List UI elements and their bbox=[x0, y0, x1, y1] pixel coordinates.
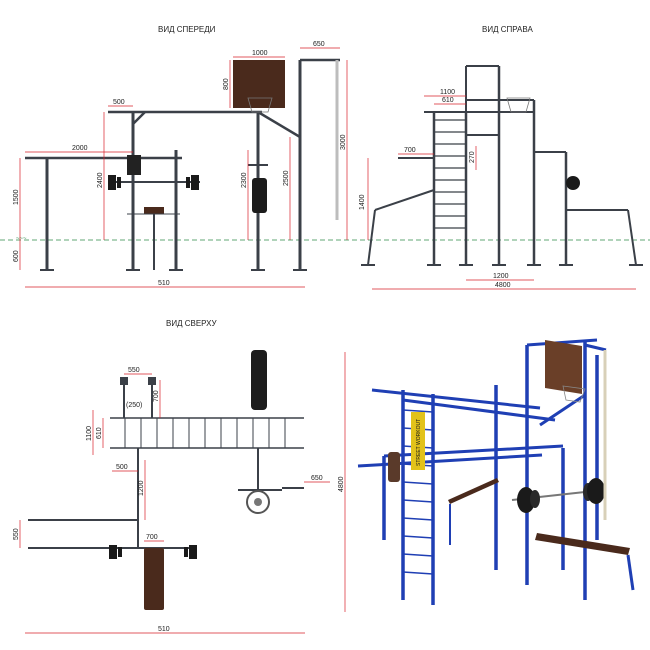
dim-top-700a: 700 bbox=[153, 390, 160, 402]
dim-top-1200: 1200 bbox=[138, 480, 145, 496]
dim-top-1100: 1100 bbox=[86, 426, 93, 441]
dim-front-800: 800 bbox=[223, 78, 230, 90]
dim-front-2500: 2500 bbox=[283, 170, 290, 186]
dim-top-250: (250) bbox=[126, 402, 142, 409]
dim-side-1200: 1200 bbox=[493, 273, 509, 280]
top-view: 550 (250) 700 1100 610 500 1200 650 4800… bbox=[13, 350, 346, 634]
dim-side-4800: 4800 bbox=[495, 282, 511, 289]
weight-plate-side bbox=[566, 176, 580, 190]
top-view-title: ВИД СВЕРХУ bbox=[166, 319, 217, 328]
backboard-front bbox=[233, 60, 285, 108]
ladder-top bbox=[110, 417, 304, 449]
dim-front-2000: 2000 bbox=[72, 145, 88, 152]
side-view: 1100 610 700 270 1400 1200 4800 bbox=[359, 65, 643, 290]
bench-top bbox=[144, 548, 164, 610]
dim-top-4800: 4800 bbox=[338, 476, 345, 492]
punching-bag-front bbox=[248, 164, 268, 213]
dim-front-1000: 1000 bbox=[252, 50, 268, 57]
dim-top-550: 550 bbox=[128, 367, 140, 374]
barbell-front bbox=[108, 155, 200, 190]
dim-side-700: 700 bbox=[404, 147, 416, 154]
punching-bag-top bbox=[251, 350, 267, 410]
hoop-net-front bbox=[247, 97, 273, 113]
dim-top-510: 510 bbox=[158, 626, 170, 633]
barbell-top bbox=[109, 545, 197, 559]
grass-mark: ~~~ bbox=[16, 236, 27, 242]
bench-front bbox=[127, 207, 180, 270]
side-view-title: ВИД СПРАВА bbox=[482, 25, 533, 34]
dim-side-610: 610 bbox=[442, 97, 454, 104]
dim-front-2300: 2300 bbox=[241, 172, 248, 188]
dim-top-550b: 550 bbox=[13, 528, 20, 540]
backboard-3d bbox=[545, 340, 582, 394]
wall-ladder-side bbox=[434, 119, 466, 229]
dim-top-700b: 700 bbox=[146, 534, 158, 541]
dim-top-500: 500 bbox=[116, 464, 128, 471]
front-view-title: ВИД СПЕРЕДИ bbox=[158, 25, 216, 34]
ladder-sign bbox=[411, 412, 425, 470]
ladder-label: STREET WORKOUT bbox=[416, 419, 422, 466]
render-3d: STREET WORKOUT bbox=[357, 338, 635, 605]
punching-bag-3d bbox=[388, 452, 400, 482]
bench-3d bbox=[535, 533, 630, 555]
front-view: ~~~ bbox=[0, 41, 650, 288]
hoop-net-side bbox=[506, 97, 531, 113]
dim-front-1500: 1500 bbox=[13, 189, 20, 205]
dim-top-650: 650 bbox=[311, 475, 323, 482]
dim-front-650: 650 bbox=[313, 41, 325, 48]
incline-board-3d bbox=[448, 478, 499, 504]
dim-front-2400: 2400 bbox=[97, 172, 104, 188]
dim-side-270: 270 bbox=[469, 151, 476, 163]
dim-side-1400: 1400 bbox=[359, 194, 366, 210]
dim-front-3000: 3000 bbox=[340, 134, 347, 150]
dim-top-610: 610 bbox=[96, 427, 103, 439]
dim-front-600: 600 bbox=[13, 250, 20, 262]
dip-bars-top bbox=[120, 377, 156, 418]
dim-side-1100: 1100 bbox=[440, 89, 455, 96]
hoop-net-3d bbox=[562, 385, 586, 403]
dim-front-510: 510 bbox=[158, 280, 170, 287]
barbell-3d bbox=[511, 478, 605, 513]
dim-front-500: 500 bbox=[113, 99, 125, 106]
